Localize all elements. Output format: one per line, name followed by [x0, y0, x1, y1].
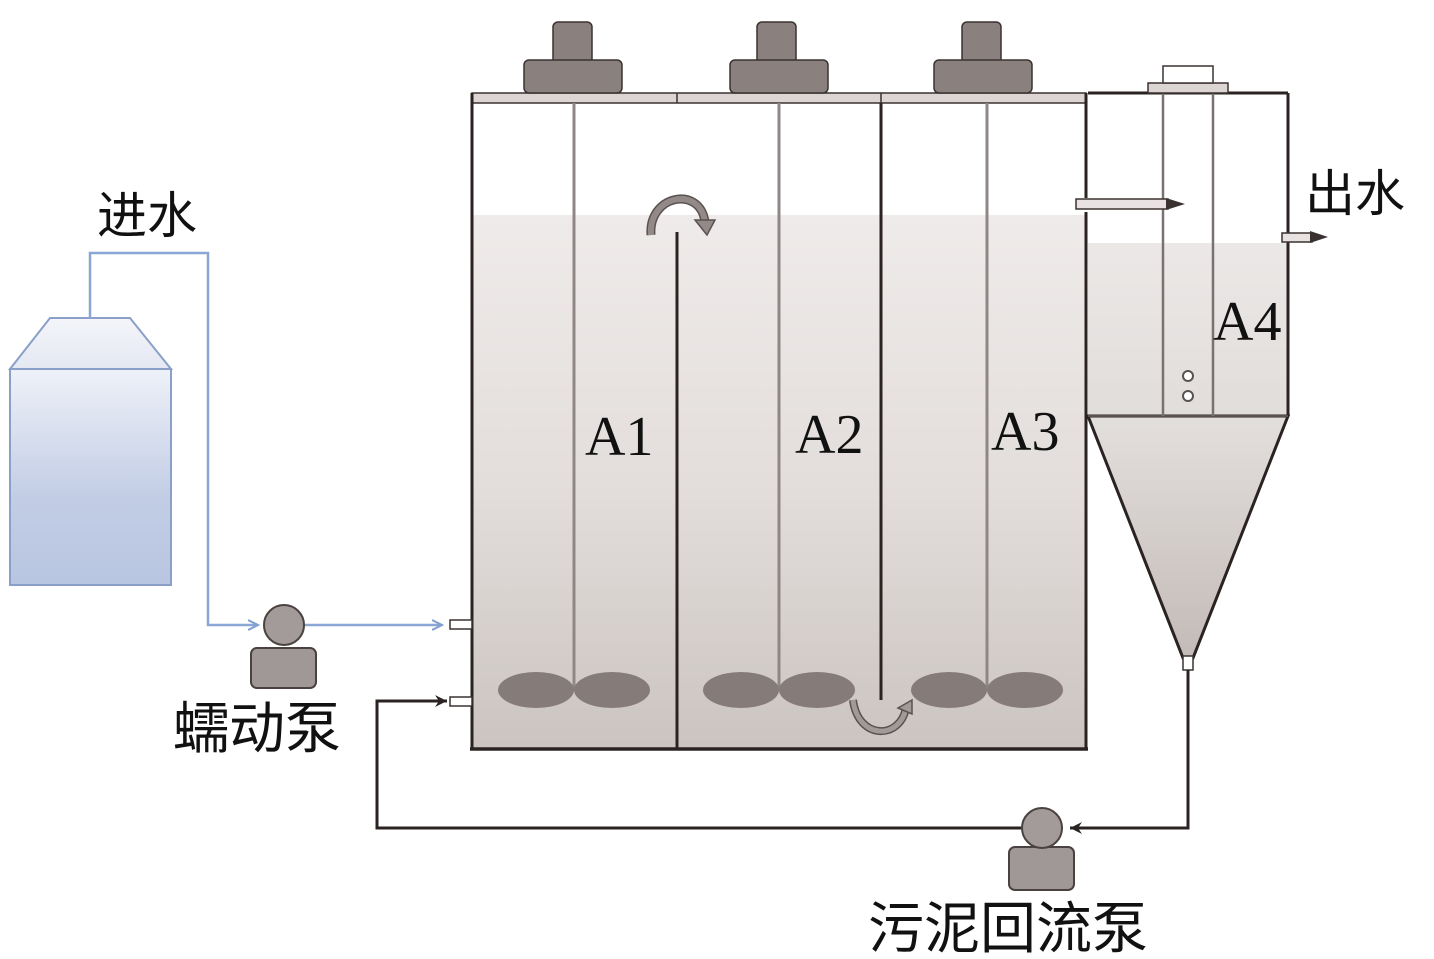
sludge-return-pump-label: 污泥回流泵	[868, 897, 1148, 959]
inlet-port-return	[449, 696, 473, 707]
compartment-label-a2: A2	[795, 404, 863, 466]
compartment-label-a4: A4	[1213, 291, 1281, 353]
influent-line	[88, 251, 442, 625]
impeller-3-icon	[911, 672, 1063, 708]
sludge-return-pump-icon	[1008, 807, 1075, 891]
effluent-label: 出水	[1305, 165, 1405, 223]
compartment-label-a1: A1	[585, 406, 653, 468]
mixer-motor-1-icon	[523, 21, 623, 94]
underflow-arrow-icon	[849, 698, 913, 736]
overflow-arrow-icon	[646, 194, 717, 237]
impeller-2-icon	[703, 672, 855, 708]
settler-tank	[1085, 65, 1291, 671]
reactor-tank	[470, 92, 1088, 751]
compartment-label-a3: A3	[991, 401, 1059, 463]
peristaltic-pump-icon	[250, 604, 317, 689]
transfer-pipe	[1075, 198, 1185, 210]
sludge-return-line	[375, 670, 1190, 834]
impeller-1-icon	[498, 672, 650, 708]
inlet-port-feed	[449, 619, 473, 630]
peristaltic-pump-label: 蠕动泵	[173, 697, 341, 762]
feed-tank	[7, 317, 174, 586]
mixer-motor-2-icon	[729, 21, 829, 94]
influent-label: 进水	[97, 187, 197, 245]
mixer-motor-3-icon	[933, 21, 1033, 94]
effluent-pipe	[1281, 231, 1328, 243]
